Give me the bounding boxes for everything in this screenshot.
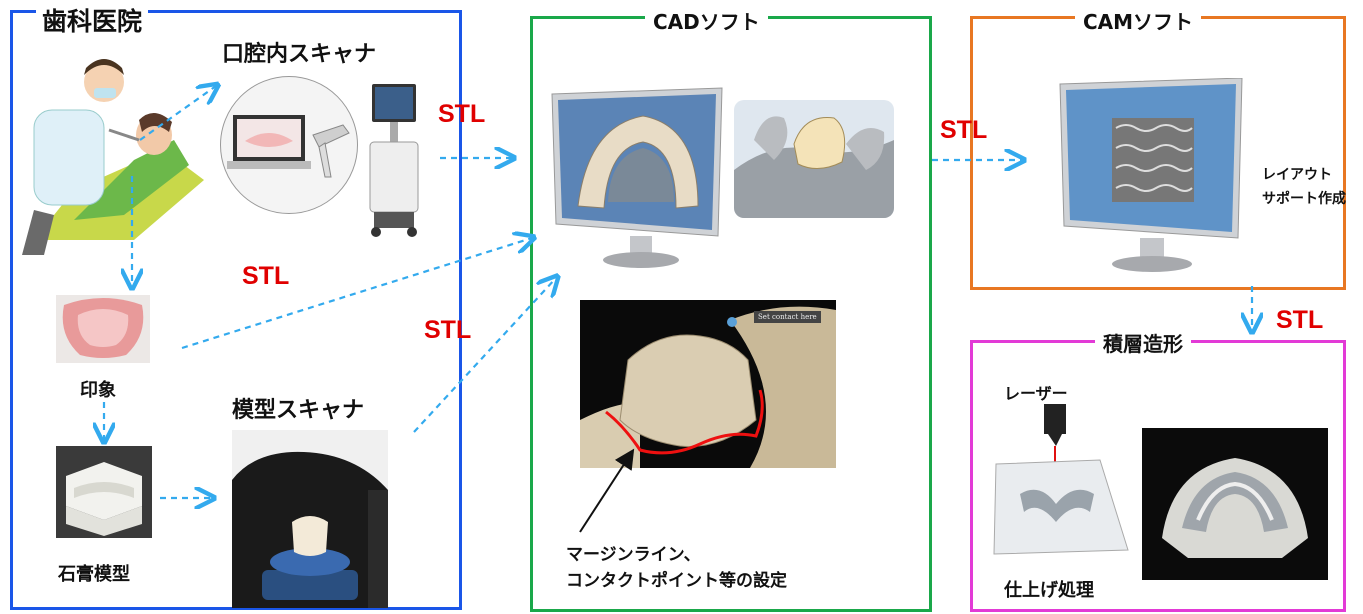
impression-label: 印象 — [80, 380, 116, 401]
cad-title: CADソフト — [645, 6, 768, 35]
plaster-model-photo — [56, 446, 152, 538]
stl-label-cam-to-additive: STL — [1276, 306, 1324, 334]
finishing-label: 仕上げ処理 — [1004, 580, 1094, 601]
margin-line-image — [580, 300, 836, 468]
finished-denture-photo — [1142, 428, 1328, 580]
plaster-model-label: 石膏模型 — [58, 564, 130, 585]
cam-monitor-image — [1056, 78, 1246, 274]
stl-label-impression-to-cad: STL — [242, 262, 290, 290]
model-scanner-photo — [232, 430, 388, 608]
crown-closeup-image — [734, 100, 894, 218]
dentist-patient-illustration — [14, 40, 214, 260]
clinic-title: 歯科医院 — [36, 2, 149, 38]
laser-printing-illustration — [990, 404, 1130, 560]
cad-monitor-image — [548, 86, 728, 272]
stl-label-intraoral-to-cad: STL — [438, 100, 486, 128]
stl-label-model-scanner-to-cad: STL — [424, 316, 472, 344]
intraoral-scanner-label: 口腔内スキャナ — [222, 42, 377, 67]
cam-title: CAMソフト — [1075, 6, 1202, 35]
model-scanner-label: 模型スキャナ — [232, 398, 365, 423]
additive-title: 積層造形 — [1095, 328, 1191, 357]
margin-line-label-line1: マージンライン、 — [566, 545, 701, 565]
cam-support-label: サポート作成 — [1262, 191, 1346, 207]
impression-photo — [56, 295, 150, 363]
intraoral-scanner-photo — [220, 76, 358, 214]
scanner-cart-photo — [362, 80, 426, 240]
margin-line-label-line2: コンタクトポイント等の設定 — [566, 571, 787, 591]
cam-layout-label: レイアウト — [1262, 167, 1332, 183]
laser-label: レーザー — [1004, 384, 1068, 403]
stl-label-cad-to-cam: STL — [940, 116, 988, 144]
contact-tooltip: Set contact here — [754, 311, 821, 323]
